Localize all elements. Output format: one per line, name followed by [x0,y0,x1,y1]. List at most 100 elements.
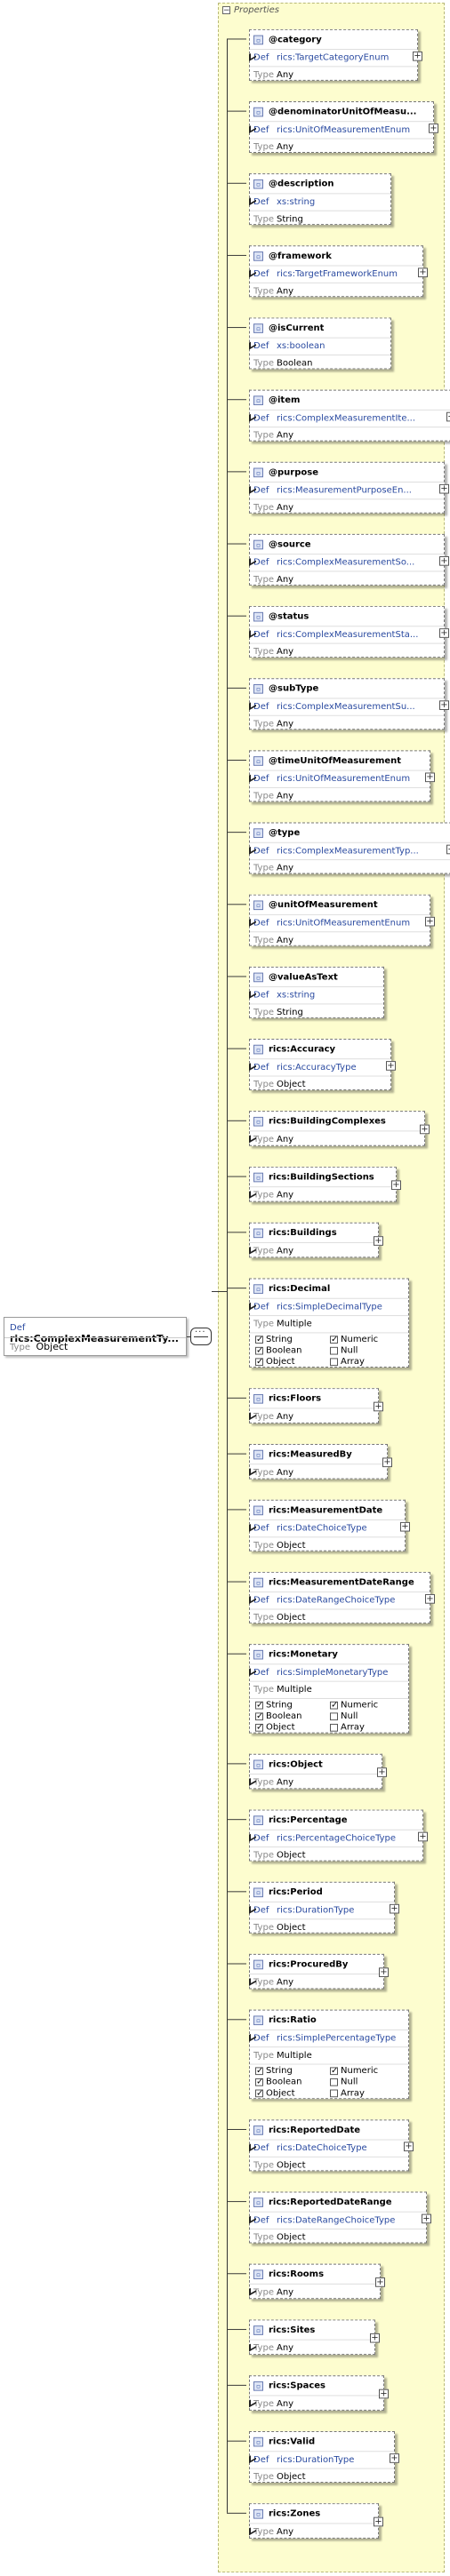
expand-icon[interactable]: + [374,2516,383,2527]
def-value[interactable]: xs:string [277,990,316,1001]
expand-icon[interactable]: + [377,1767,387,1777]
expand-icon[interactable]: + [370,2333,380,2343]
def-value[interactable]: rics:ComplexMeasurementTyp... [277,846,419,857]
root-definition-box[interactable]: Def rics:ComplexMeasurementTy... Type Ob… [4,1317,187,1356]
expand-icon[interactable]: + [446,844,450,855]
def-value[interactable]: rics:UnitOfMeasurementEnum [277,918,411,929]
def-value[interactable]: xs:boolean [277,341,325,352]
def-value[interactable]: rics:DateRangeChoiceType [277,1596,396,1606]
expand-icon[interactable]: + [439,483,449,494]
def-value[interactable]: rics:ComplexMeasurementIte... [277,413,416,424]
def-value[interactable]: rics:DateChoiceType [277,1523,367,1534]
expand-icon[interactable]: + [429,124,438,133]
expand-icon[interactable]: + [446,411,450,422]
expand-icon[interactable]: + [418,267,428,278]
def-value[interactable]: rics:SimplePercentageType [277,2033,397,2044]
collapse-icon[interactable]: − [222,6,230,15]
def-value[interactable]: rics:DateRangeChoiceType [277,2215,396,2226]
expand-icon[interactable]: + [382,1457,392,1468]
def-value[interactable]: rics:DurationType [277,1905,355,1916]
type-checkbox-item: ✓Numeric [330,1335,405,1344]
expand-icon[interactable]: + [390,1903,399,1914]
expand-icon[interactable]: + [374,1236,383,1246]
expand-icon[interactable]: + [400,1521,410,1532]
def-value[interactable]: rics:MeasurementPurposeEn... [277,485,412,496]
expand-icon[interactable]: + [418,1831,428,1842]
property-icon: ▫ [253,1814,263,1825]
type-value: Any [277,70,294,80]
def-value[interactable]: rics:SimpleMonetaryType [277,1668,389,1678]
def-value[interactable]: rics:ComplexMeasurementSta... [277,630,419,640]
expand-icon[interactable]: + [391,1180,401,1191]
expand-icon[interactable]: + [420,1124,430,1135]
def-value[interactable]: rics:ComplexMeasurementSu... [277,702,415,712]
expand-icon[interactable]: + [386,1061,396,1071]
expand-icon[interactable]: + [439,628,449,638]
expand-icon[interactable]: + [425,916,435,927]
def-value[interactable]: rics:UnitOfMeasurementEnum [277,774,411,785]
def-value[interactable]: rics:ComplexMeasurementSo... [277,557,415,568]
def-value[interactable]: rics:SimpleDecimalType [277,1302,382,1312]
def-value[interactable]: rics:PercentageChoiceType [277,1833,397,1844]
def-value[interactable]: rics:UnitOfMeasurementEnum [277,125,411,135]
expand-icon[interactable]: + [425,1594,435,1604]
expand-icon[interactable]: + [374,1401,383,1412]
def-value[interactable]: rics:TargetFrameworkEnum [277,269,398,279]
expand-icon[interactable]: + [404,2141,414,2152]
checkbox-label: Array [341,1357,365,1368]
expand-icon[interactable]: + [422,2213,431,2224]
def-value[interactable]: rics:DateChoiceType [277,2143,367,2154]
expand-icon[interactable]: + [439,556,449,566]
expand-icon[interactable]: + [413,51,422,61]
def-value[interactable]: rics:TargetCategoryEnum [277,52,390,63]
def-value[interactable]: rics:DurationType [277,2455,355,2465]
expand-icon[interactable]: + [390,2453,399,2463]
def-value[interactable]: xs:string [277,197,316,207]
expand-icon[interactable]: + [379,2389,389,2399]
expand-icon[interactable]: + [379,1967,389,1977]
type-value: Object [277,1850,306,1861]
expand-icon[interactable]: + [425,772,435,783]
def-value[interactable]: rics:AccuracyType [277,1063,357,1073]
expand-icon[interactable]: + [439,700,449,710]
expand-icon[interactable]: + [375,2277,385,2287]
properties-header[interactable]: − Properties [222,5,279,15]
